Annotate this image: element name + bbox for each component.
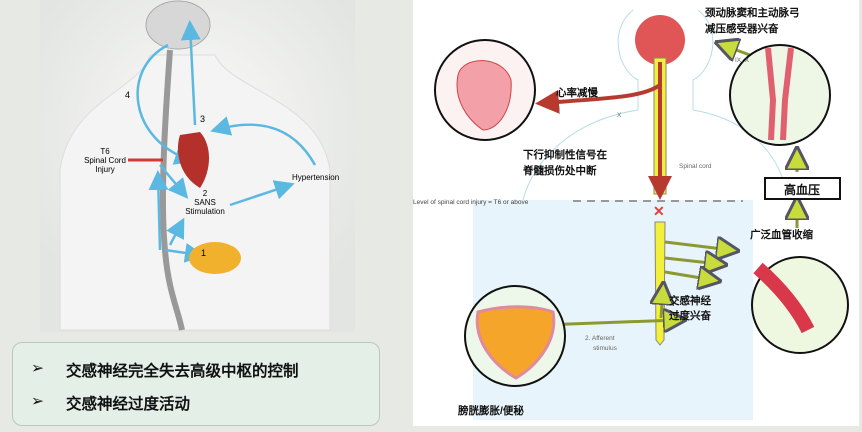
bladder [475,305,556,380]
sans-label: 2 SANS Stimulation [185,189,225,216]
left-diagram: 4 3 T6 Spinal Cord Injury 2 SANS Stimula… [0,0,410,335]
baroreceptor-label: 颈动脉窦和主动脉弓 [704,6,800,19]
body-silhouette [59,54,331,331]
dysreflexia-body-diagram: 4 3 T6 Spinal Cord Injury 2 SANS Stimula… [40,0,355,332]
right-diagram: ✕ 颈动脉窦和主动脉弓 减压感受器兴奋 心率减慢 下行抑制性信号在 脊髓损伤处中… [413,0,859,426]
bullet-item: ➢ 交感神经过度活动 [31,392,190,414]
arrow-bullet-icon: ➢ [31,392,44,410]
bullet-text: 交感神经过度活动 [66,395,191,413]
bullet-item: ➢ 交感神经完全失去高级中枢的控制 [31,359,299,381]
vasoconstriction-label: 广泛血管收缩 [750,228,813,241]
step-3: 3 [200,114,205,124]
nerve-x-label: X [617,112,622,119]
carotid-artery [765,47,794,141]
spinal-cord-label: Spinal cord [679,163,712,170]
bullet-text: 交感神经完全失去高级中枢的控制 [66,362,299,380]
constricted-vessel [753,262,815,334]
sympathetic-label: 交感神经 [669,294,711,307]
sympathetic-label-2: 过度兴奋 [669,309,711,322]
baroreceptor-label-2: 减压感受器兴奋 [705,22,779,35]
injury-label: T6 Spinal Cord Injury [84,147,126,174]
afferent-label: 2. Afferent [585,335,615,342]
descending-signal-label-2: 脊髓损伤处中断 [522,164,597,177]
svg-text:Injury: Injury [95,165,115,174]
autonomic-dysreflexia-diagram: ✕ 颈动脉窦和主动脉弓 减压感受器兴奋 心率减慢 下行抑制性信号在 脊髓损伤处中… [413,6,849,420]
carotid-circle [729,44,831,146]
svg-text:2: 2 [203,189,208,198]
injury-level-label: Level of spinal cord injury = T6 or abov… [413,199,529,206]
hypertension-label: 高血压 [784,182,820,197]
brain [635,15,685,65]
hypertension-label: Hypertension [292,173,339,182]
descending-signal-label: 下行抑制性信号在 [523,148,607,161]
step-4: 4 [125,90,130,100]
heart [177,132,209,188]
nerve-ix-x-label: IX, X [735,57,750,64]
svg-text:Stimulation: Stimulation [185,207,225,216]
bladder-label: 膀胱膨胀/便秘 [457,404,524,417]
svg-text:SANS: SANS [194,198,216,207]
spinal-cord-lower [654,221,666,346]
spinal-cord [159,49,185,331]
svg-text:T6: T6 [100,147,110,156]
svg-text:Spinal Cord: Spinal Cord [84,156,126,165]
summary-box: ➢ 交感神经完全失去高级中枢的控制 ➢ 交感神经过度活动 [12,342,380,426]
bladder [189,242,241,274]
step-1: 1 [201,248,206,258]
hypertension-box [764,177,841,200]
heart [456,60,512,131]
heart-rate-label: 心率减慢 [556,86,598,99]
afferent-label-2: stimulus [593,345,618,352]
arrow-bullet-icon: ➢ [31,359,44,377]
injury-x-icon: ✕ [653,203,665,219]
brain [145,0,211,50]
